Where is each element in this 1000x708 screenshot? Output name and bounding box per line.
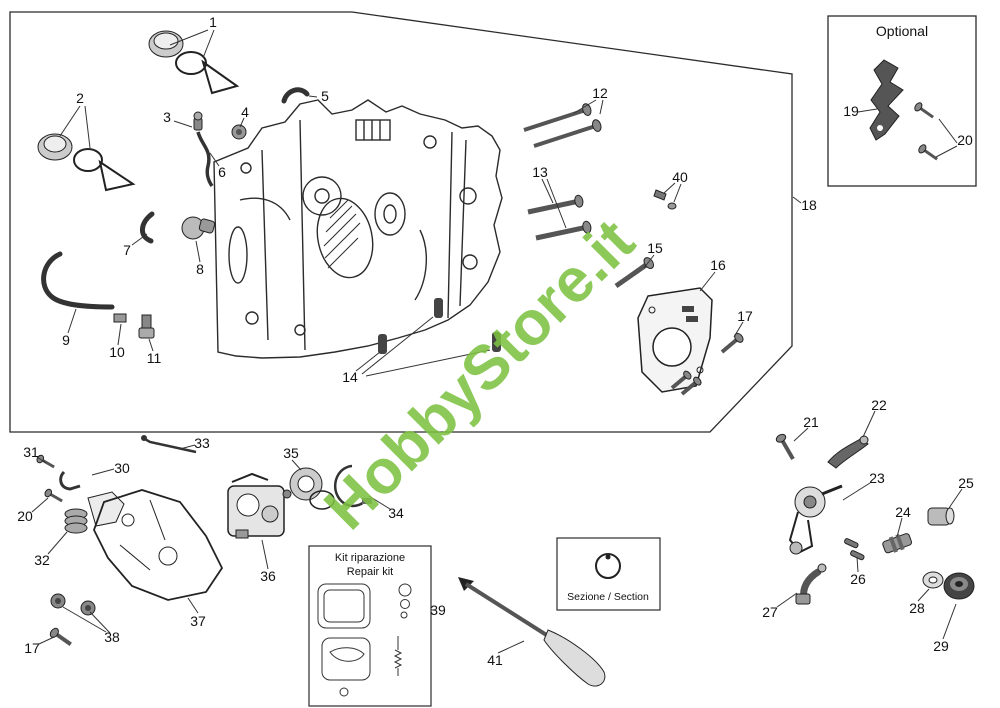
part-34-clamp-ring — [333, 464, 372, 508]
part-25-bushing — [927, 507, 955, 526]
part-5-hose — [281, 87, 310, 104]
part-28-washer — [922, 571, 944, 589]
part-37-bracket — [93, 489, 224, 601]
part-21-screw — [775, 433, 795, 461]
part-36-carburetor — [227, 472, 292, 539]
repair-kit-label-line1: Kit riparazione — [335, 552, 405, 564]
part-8-primer — [181, 216, 216, 240]
part-9-hose — [41, 251, 115, 310]
part-27-elbow — [795, 563, 827, 605]
part-26-pins — [844, 538, 865, 561]
part-17-screws — [670, 332, 744, 396]
part-11-valve — [138, 314, 155, 339]
part-40-fittings — [653, 189, 677, 210]
section-box: Sezione / Section — [556, 537, 661, 611]
crankcase-body — [213, 99, 503, 359]
part-24-fitting — [882, 533, 913, 554]
part-16-plate — [637, 287, 713, 393]
watermark-text: HobbyStore.it — [312, 207, 648, 543]
part-2-oil-cap — [37, 133, 136, 192]
part-38-nuts — [50, 593, 96, 616]
part-13-screws — [527, 194, 592, 241]
part-3-plug — [193, 111, 203, 131]
part-1-fuel-cap — [148, 30, 240, 95]
part-29-grommet — [943, 572, 975, 600]
leader-lines — [31, 29, 963, 654]
part-23-choke-assembly — [788, 484, 843, 555]
part-10-fitting — [113, 313, 127, 323]
repair-kit-label-line2: Repair kit — [347, 566, 393, 578]
part-14-studs — [378, 298, 501, 354]
part-35-intake-boot — [289, 467, 335, 510]
optional-box-label: Optional — [876, 23, 928, 39]
part-20-screws-optional — [914, 102, 938, 161]
part-32-boot — [64, 491, 125, 534]
part-7-tube — [140, 211, 155, 244]
main-boundary — [9, 11, 793, 433]
part-31-screw — [36, 454, 55, 469]
part-4-nut — [231, 124, 247, 140]
part-17-screw-left — [49, 627, 72, 646]
section-box-label: Sezione / Section — [567, 591, 649, 603]
part-22-lever — [827, 435, 869, 469]
optional-box: Optional — [827, 15, 977, 187]
part-30-clamp — [59, 470, 81, 491]
part-41-tool — [458, 577, 606, 687]
part-12-screws — [523, 103, 602, 148]
repair-kit-box: Kit riparazione Repair kit — [308, 545, 432, 707]
part-6-tube — [196, 131, 214, 187]
part-33-rod — [141, 435, 197, 454]
part-19-lever — [869, 59, 904, 141]
part-20-screw-left — [44, 488, 63, 503]
